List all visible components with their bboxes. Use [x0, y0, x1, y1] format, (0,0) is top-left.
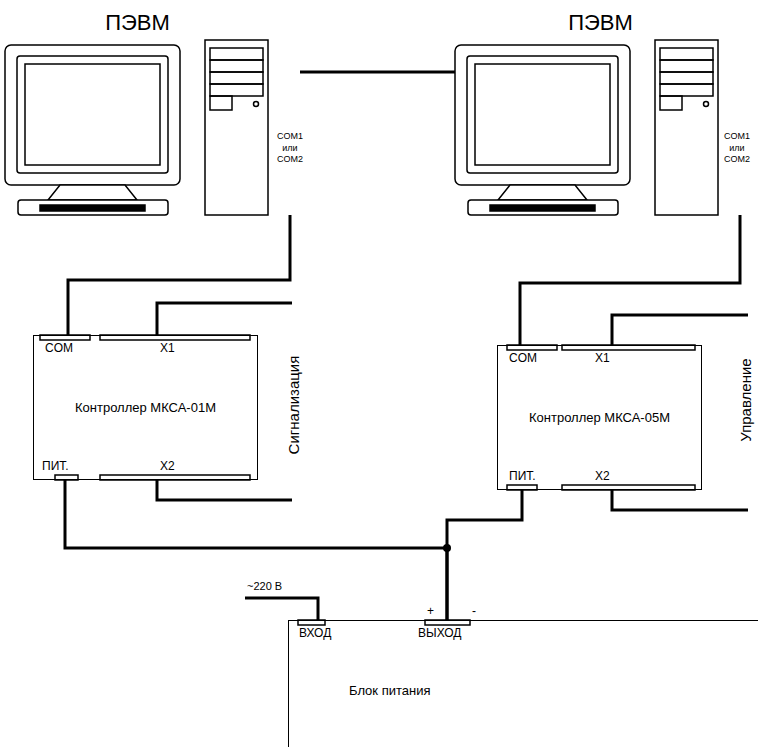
port-label: COM1 или COM2 [718, 131, 756, 166]
node-text: Блок питания [349, 683, 430, 698]
cable [520, 215, 740, 345]
computers [5, 40, 718, 215]
controller-box: Контроллер МКСА-05М [497, 345, 702, 490]
port-label: COM1 или COM2 [271, 131, 309, 166]
port-label: + [427, 605, 434, 619]
port-sockets [40, 335, 695, 625]
port-label: ПИТ. [42, 460, 69, 474]
power-supply-box: Блок питания [288, 620, 758, 747]
cable [300, 71, 455, 74]
port-label: ПИТ. [509, 470, 536, 484]
cable [65, 480, 447, 620]
port-label: COM [45, 342, 73, 356]
port-label: ВЫХОД [418, 627, 461, 641]
port-label: ~220 В [247, 580, 282, 593]
cable [447, 490, 522, 620]
port-label: X2 [160, 460, 175, 474]
node-text: Контроллер МКСА-01М [75, 400, 216, 415]
node-text: Контроллер МКСА-05М [529, 410, 670, 425]
cable [68, 215, 290, 335]
computer-node: ПЭВМ [5, 10, 300, 215]
controller-box: Контроллер МКСА-01М [33, 335, 258, 480]
signal-wires [157, 303, 748, 620]
side-caption: Сигнализация [285, 356, 302, 455]
port-label: X1 [595, 352, 610, 366]
pc-figure [5, 40, 268, 215]
port-label: X2 [595, 470, 610, 484]
side-caption: Управление [737, 358, 754, 441]
port-label: COM [509, 352, 537, 366]
computer-node: ПЭВМ [455, 10, 752, 215]
port-label: - [472, 605, 476, 619]
port-label: X1 [160, 342, 175, 356]
port-label: ВХОД [299, 627, 331, 641]
node-text: ПЭВМ [105, 10, 170, 36]
pc-figure [455, 40, 718, 215]
node-text: ПЭВМ [568, 10, 633, 36]
